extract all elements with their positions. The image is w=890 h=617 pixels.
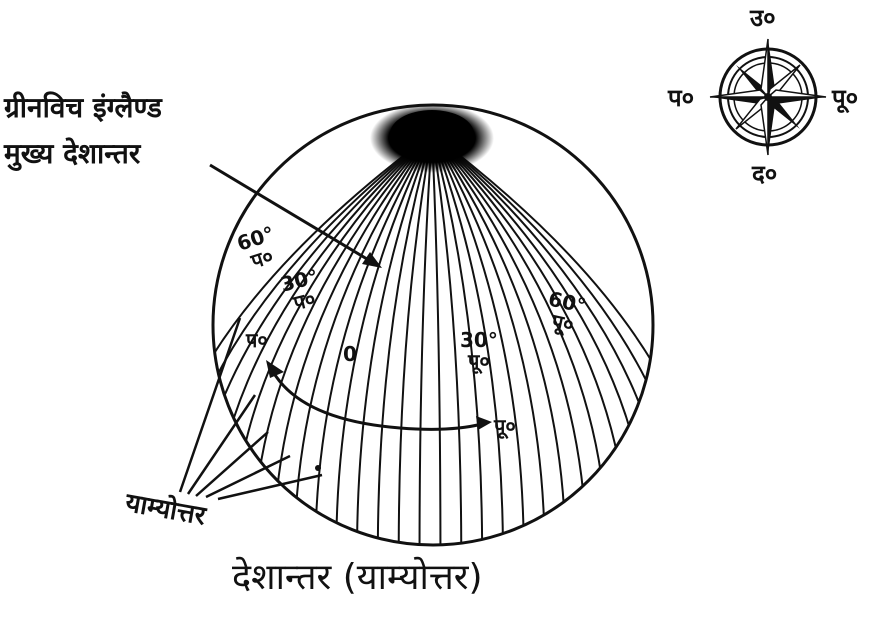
meridian-dot [315, 465, 321, 471]
compass-north-label: उ० [750, 6, 776, 30]
label-30-east: 30° पू० [460, 330, 498, 372]
meridian-line [432, 134, 461, 590]
meridian-line [432, 134, 440, 590]
label-west-direction: प० [246, 330, 268, 351]
meridian-line [169, 134, 432, 590]
label-30-east-degree: 30° [460, 330, 498, 351]
label-zero-meridian: 0 [343, 344, 357, 365]
diagram-caption: देशान्तर (याम्योत्तर) [232, 560, 483, 596]
compass-east-label: पू० [832, 86, 858, 110]
compass-rose [710, 39, 826, 155]
label-30-east-direction: पू० [460, 351, 498, 372]
compass-west-label: प० [668, 86, 694, 110]
compass-south-label: द० [752, 162, 777, 186]
label-east-direction: पू० [494, 416, 516, 437]
meridian-lines [148, 134, 711, 590]
callout-line-2: मुख्य देशान्तर [4, 140, 140, 168]
meridian-line [432, 134, 607, 590]
callout-line-1: ग्रीनविच इंग्लैण्ड [4, 94, 162, 122]
north-pole-core [390, 110, 474, 158]
